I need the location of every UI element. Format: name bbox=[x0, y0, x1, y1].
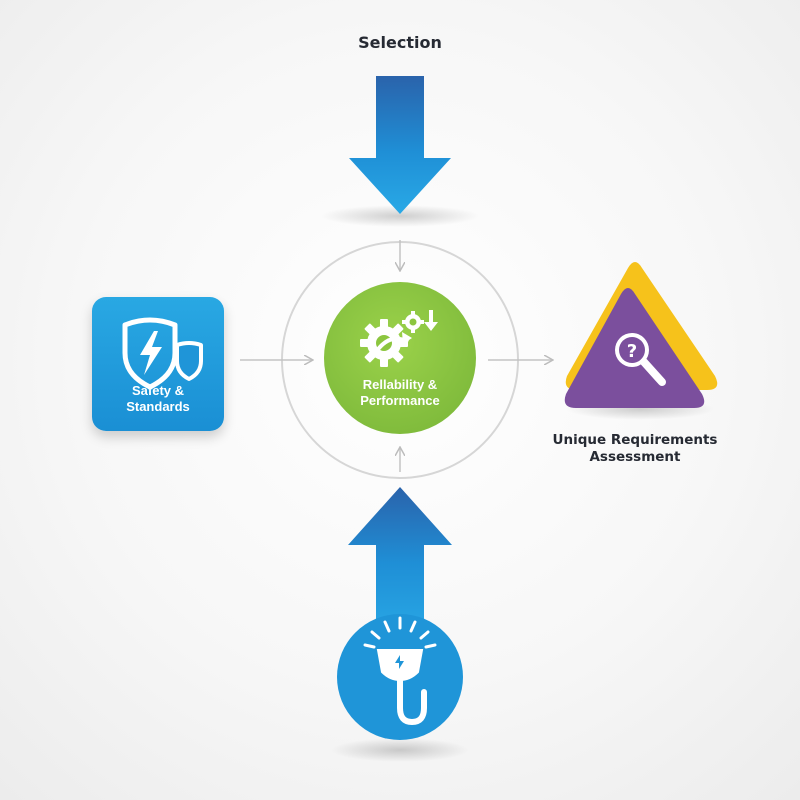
unique-requirements-label: Unique Requirements Assessment bbox=[520, 432, 750, 466]
shield-lightning-icon bbox=[122, 317, 203, 390]
power-plug-icon bbox=[363, 616, 437, 726]
top-down-arrow bbox=[349, 76, 451, 214]
safety-line-1: Safety & bbox=[131, 383, 185, 398]
safety-line-2: Standards bbox=[126, 399, 190, 414]
safety-standards-text: Safety & Standards bbox=[92, 383, 224, 415]
svg-text:?: ? bbox=[627, 341, 637, 362]
bottom-up-arrow bbox=[348, 487, 452, 640]
unique-requirements-line-2: Assessment bbox=[589, 449, 681, 465]
safety-standards-box: Safety & Standards bbox=[92, 297, 224, 431]
bottom-circle-shadow bbox=[330, 738, 470, 762]
magnifier-question-icon: ? bbox=[615, 333, 666, 386]
selection-label: Selection bbox=[358, 33, 442, 52]
center-label-line-1: Rellability & bbox=[362, 377, 438, 392]
gears-arrows-icon bbox=[360, 310, 438, 367]
top-arrow-shadow bbox=[320, 205, 480, 227]
unique-requirements-line-1: Unique Requirements bbox=[552, 432, 718, 448]
center-label: Rellability & Performance bbox=[326, 377, 474, 409]
triangle-card bbox=[564, 262, 718, 408]
center-label-line-2: Performance bbox=[360, 393, 440, 408]
